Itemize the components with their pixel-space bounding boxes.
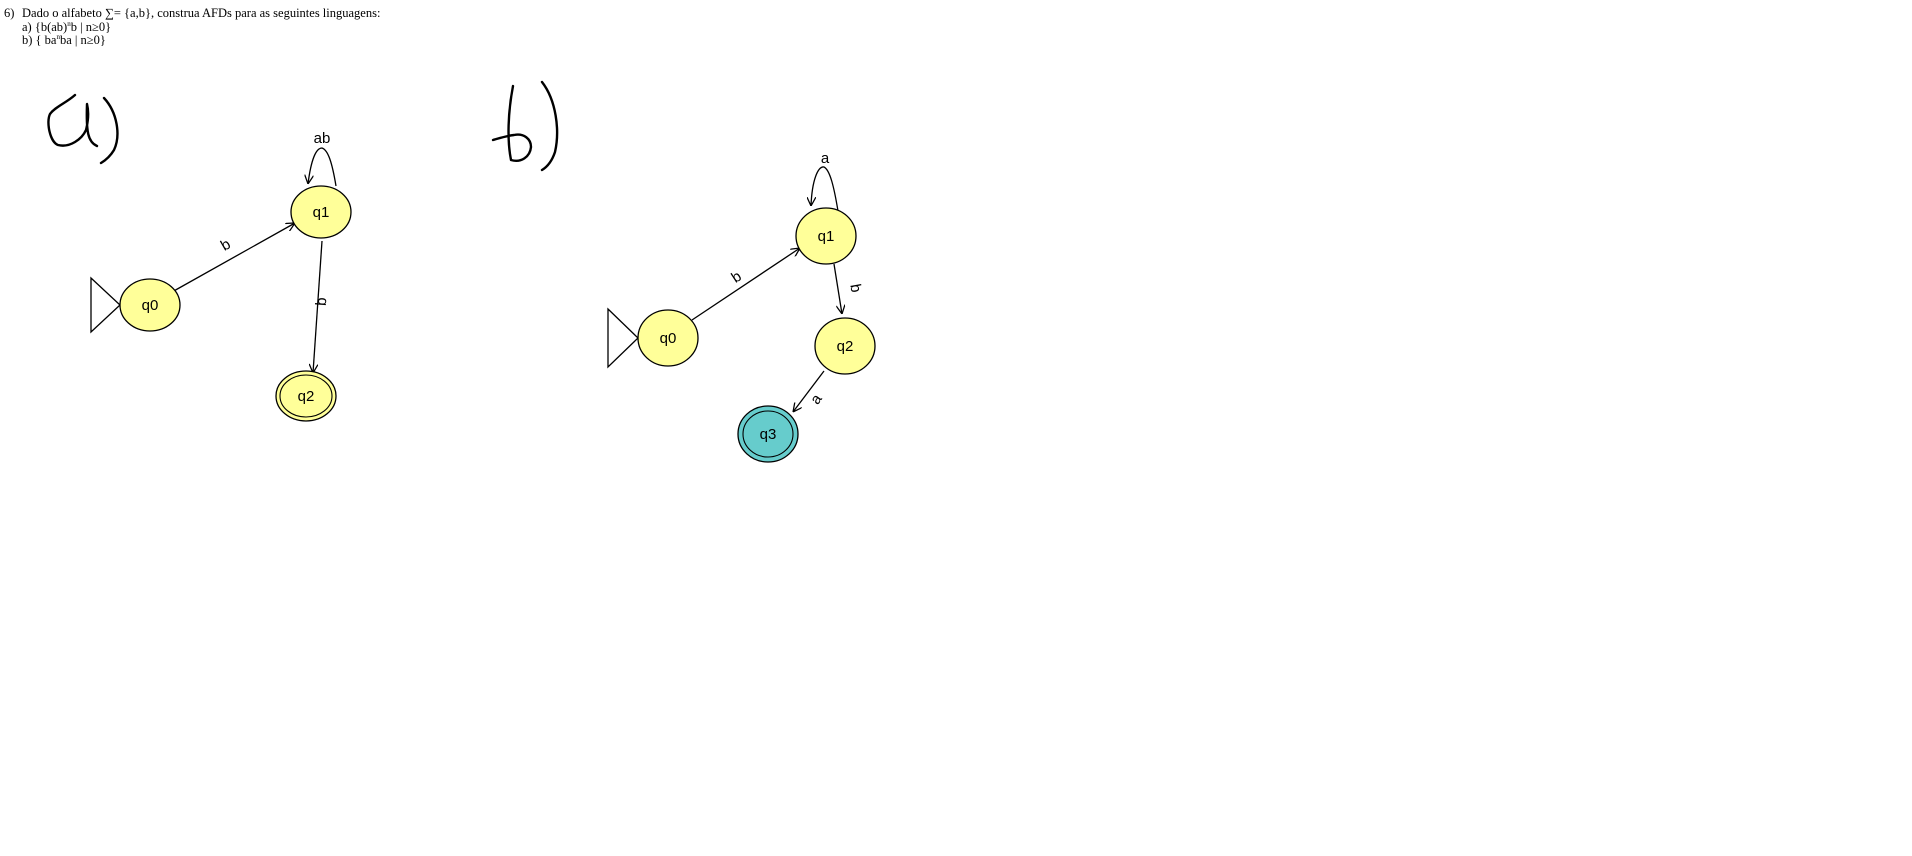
state-b-q2: q2: [814, 317, 876, 375]
question-item-a: a) {b(ab)nb | n≥0}: [4, 19, 380, 35]
initial-state-marker-b: [607, 307, 639, 369]
transition-b-q1-self: [811, 166, 839, 212]
transition-label-b-q1-self: a: [821, 150, 830, 167]
transition-a-q1-self: [308, 147, 337, 187]
item-b-prefix: b) { ba: [22, 33, 57, 47]
state-a-q0: q0: [119, 278, 181, 332]
transition-b-q2-q3: [793, 370, 825, 412]
transition-label-a-q1-self: ab: [314, 130, 331, 147]
transition-label-a-q1-q2: b: [313, 297, 331, 307]
automaton-a: b ab b q0 q1 q2: [90, 130, 352, 422]
transition-label-b-q1-q2: b: [846, 283, 864, 294]
item-b-exponent: n: [56, 33, 60, 41]
state-b-q0: q0: [637, 309, 699, 367]
transition-b-q0-q1: [691, 248, 800, 321]
transition-a-q1-q2: [313, 240, 323, 373]
question-intro: Dado o alfabeto ∑= {a,b}, construa AFDs …: [22, 6, 381, 20]
state-b-q1: q1: [795, 207, 857, 265]
handwritten-label-b: [491, 80, 559, 172]
transition-label-b-q0-q1: b: [728, 268, 744, 287]
automaton-b: b a b a q0 q1 q2 q3: [607, 150, 876, 463]
item-a-suffix: b | n≥0}: [70, 19, 112, 34]
transition-b-q1-q2: [833, 263, 842, 314]
question-text: 6) Dado o alfabeto ∑= {a,b}, construa AFD…: [4, 6, 381, 48]
state-label-b-q3: q3: [760, 426, 777, 443]
item-a-prefix: a) {b(ab): [22, 19, 68, 34]
state-a-q2: q2: [275, 370, 337, 422]
question-intro-line: 6) Dado o alfabeto ∑= {a,b}, construa AFD…: [4, 6, 381, 21]
state-b-q3: q3: [737, 405, 799, 463]
transition-label-a-q0-q1: b: [218, 236, 234, 255]
transition-label-b-q2-q3: a: [807, 391, 826, 408]
item-a-exponent: n: [67, 19, 71, 28]
handwritten-label-a: [47, 93, 119, 165]
state-label-b-q1: q1: [818, 228, 835, 245]
question-item-b: b) { banba | n≥0}: [4, 33, 380, 48]
state-label-b-q0: q0: [660, 330, 677, 347]
transition-a-q0-q1: [171, 223, 295, 293]
state-label-a-q2: q2: [298, 388, 315, 405]
state-label-b-q2: q2: [837, 338, 854, 355]
state-label-a-q0: q0: [142, 297, 159, 314]
question-number: 6): [4, 6, 15, 20]
state-a-q1: q1: [290, 185, 352, 239]
state-label-a-q1: q1: [313, 204, 330, 221]
item-b-suffix: ba | n≥0}: [59, 33, 106, 47]
initial-state-marker-a: [90, 276, 121, 334]
